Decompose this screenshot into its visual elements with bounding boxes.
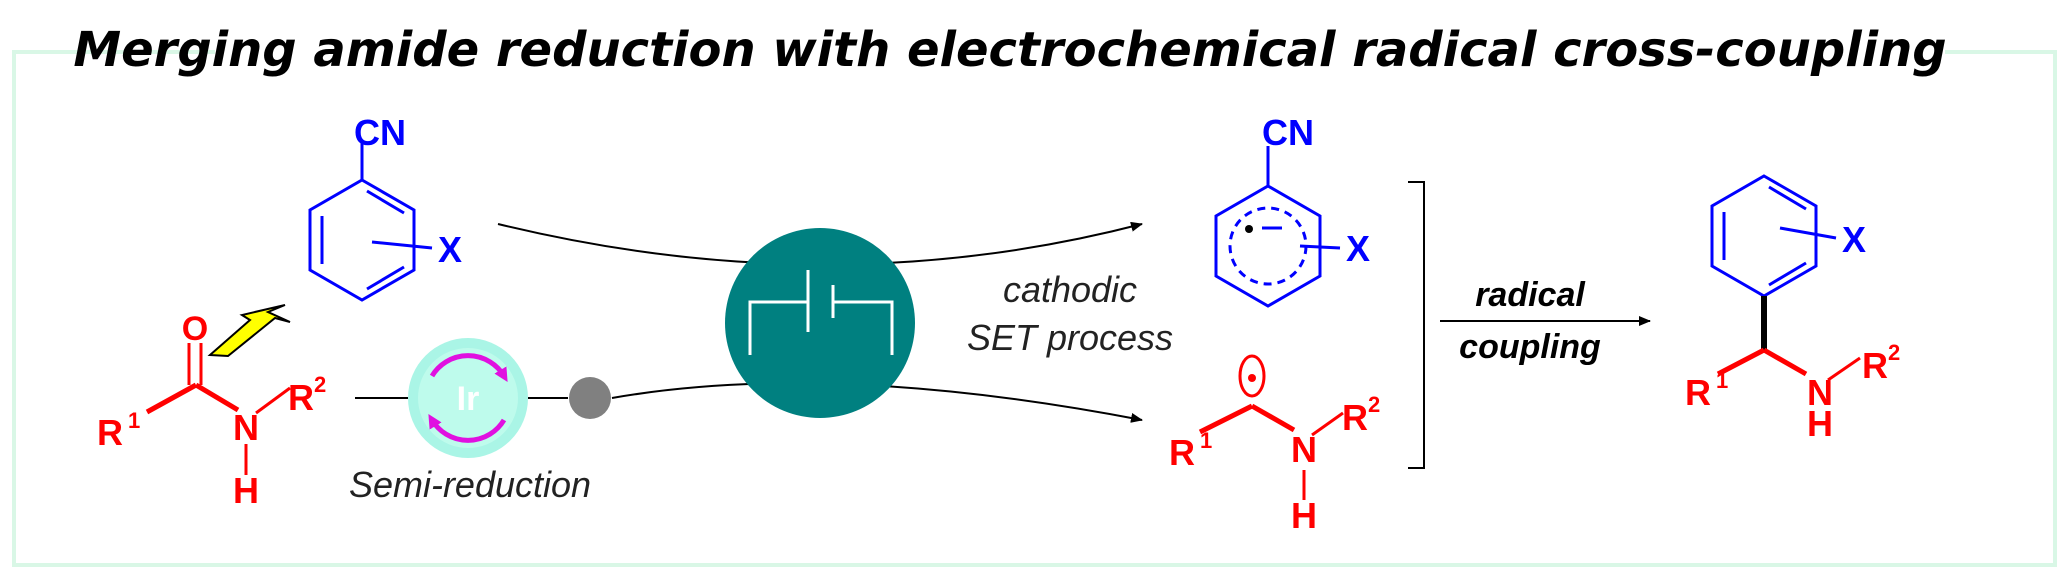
product-hydrogen-label: H [1807,403,1833,444]
amide-structure [145,343,291,475]
aryl-radical-structure [1214,146,1341,308]
svg-text:R: R [1342,397,1368,438]
svg-text:R: R [1685,372,1711,413]
cn-label: CN [354,112,406,153]
oxygen-label: O [182,310,208,348]
frame [12,50,2057,567]
iridium-catalyst: Ir [408,338,528,458]
bracket [1408,181,1425,469]
svg-text:R: R [1169,432,1195,473]
electrode-circle [725,228,915,418]
svg-text:R: R [97,412,123,453]
cathodic-label: cathodic [1003,269,1137,310]
battery-icon [748,270,894,355]
radical-dot [1245,225,1253,233]
semi-reduction-label: Semi-reduction [349,464,591,505]
catalyst-label: Ir [457,380,480,418]
amino-hydrogen-label: H [1291,495,1317,536]
svg-text:2: 2 [314,372,326,397]
r2-label: R 2 [288,372,326,418]
hydrogen-label: H [233,470,259,511]
svg-text:2: 2 [1368,392,1380,417]
r1-label: R 1 [97,408,140,453]
coupling-label: coupling [1459,328,1601,366]
product-chain [1716,296,1861,382]
set-process-label: SET process [967,317,1173,358]
svg-text:1: 1 [128,408,140,433]
product-arene [1710,174,1837,298]
amino-radical-structure [1198,354,1344,500]
aryl-cn-label: CN [1262,112,1314,153]
svg-text:R: R [1862,345,1888,386]
nitrogen-label: N [233,407,259,448]
svg-text:1: 1 [1200,428,1212,453]
product-r2-label: R 2 [1862,340,1900,386]
lightning-bolt-icon [207,304,291,358]
benzonitrile-structure [308,140,433,302]
radical-label: radical [1475,276,1586,314]
grey-dot [569,377,611,419]
amino-nitrogen-label: N [1291,429,1317,470]
amino-radical-dot [1248,374,1256,382]
product-nitrogen-label: N [1807,372,1833,413]
amino-r1-label: R 1 [1169,428,1212,473]
aryl-x-label: X [1346,228,1370,269]
product-x-label: X [1842,219,1866,260]
svg-text:R: R [288,377,314,418]
svg-text:2: 2 [1888,340,1900,365]
amino-r2-label: R 2 [1342,392,1380,438]
product-r1-label: R 1 [1685,368,1728,413]
x-label: X [438,229,462,270]
page-title: Merging amide reduction with electrochem… [73,22,1946,78]
svg-text:1: 1 [1716,368,1728,393]
